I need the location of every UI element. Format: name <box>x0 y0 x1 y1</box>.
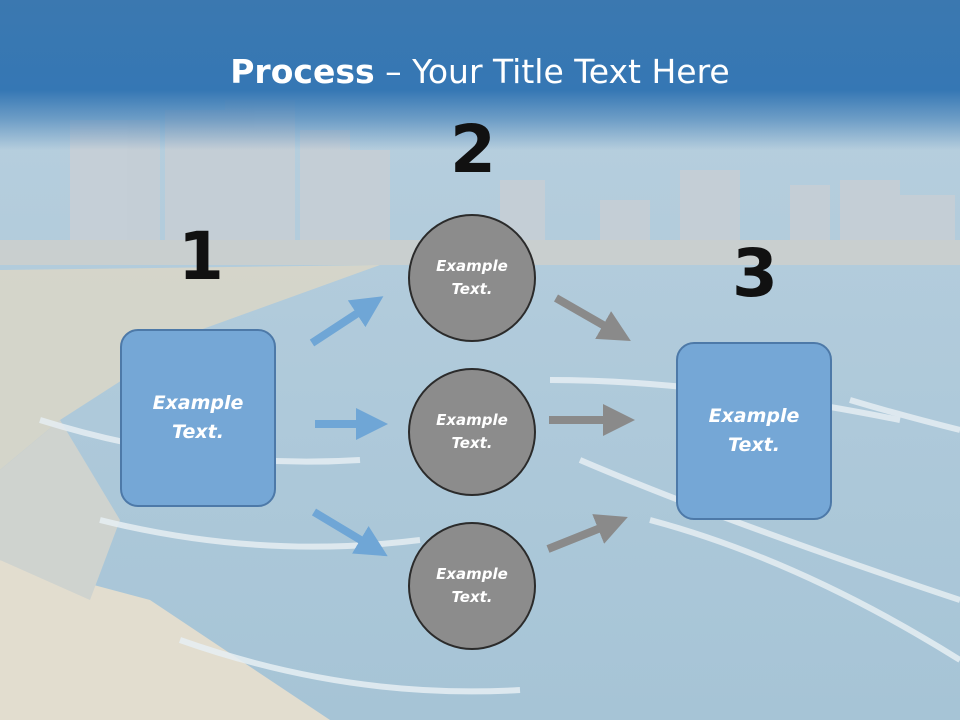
arrow-bottom-to-3 <box>546 514 628 553</box>
step-1-text-line2: Text. <box>172 421 224 443</box>
circle-top-text-line1: Example <box>436 256 508 275</box>
step-number-2: 2 <box>450 111 496 188</box>
step-number-1: 1 <box>178 218 224 295</box>
arrow-1-to-circle-bottom <box>311 508 388 557</box>
step-3-text-line2: Text. <box>728 434 780 456</box>
step-1-text-line1: Example <box>152 391 244 414</box>
circle-bottom-text-line1: Example <box>436 564 508 583</box>
circle-bottom-text-line2: Text. <box>451 588 493 606</box>
title-banner <box>0 0 960 150</box>
circle-middle-text-line2: Text. <box>451 434 493 452</box>
arrow-top-to-3 <box>554 294 631 341</box>
step-number-3: 3 <box>732 235 778 312</box>
circle-top-text-line2: Text. <box>451 280 493 298</box>
circle-middle-text-line1: Example <box>436 410 508 429</box>
page-title: Process – Your Title Text Here <box>0 52 960 91</box>
step-3-text-line1: Example <box>708 404 800 427</box>
title-bold: Process <box>230 52 375 91</box>
title-rest: – Your Title Text Here <box>374 52 730 91</box>
arrow-1-to-circle-top <box>309 296 384 347</box>
